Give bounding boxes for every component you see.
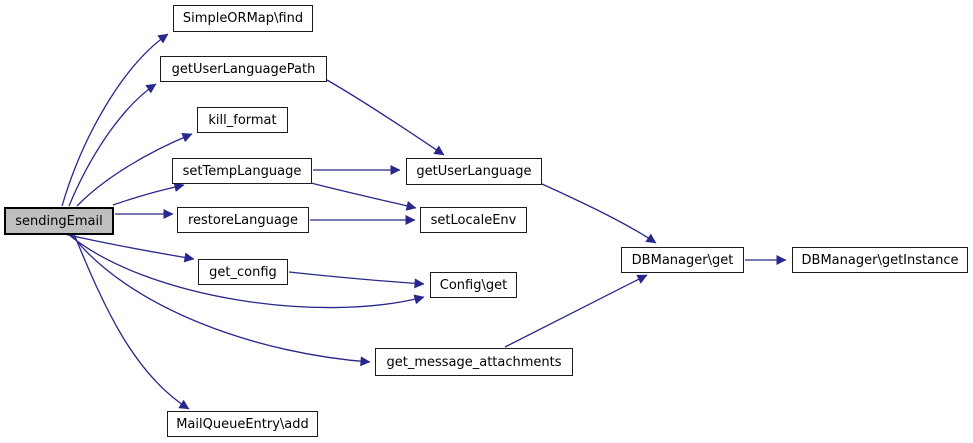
node-getUserLanguagePath[interactable]: getUserLanguagePath: [160, 56, 327, 82]
edge-sendingEmail-to-getUserLanguagePath: [68, 83, 157, 207]
node-Config-get[interactable]: Config\get: [430, 272, 517, 298]
node-setLocaleEnv[interactable]: setLocaleEnv: [420, 207, 527, 233]
edge-getUserLanguagePath-to-getUserLanguage: [326, 79, 445, 156]
edge-sendingEmail-to-Config-get: [67, 233, 425, 309]
node-getUserLanguage[interactable]: getUserLanguage: [406, 158, 542, 185]
node-get_message_attachments[interactable]: get_message_attachments: [375, 348, 573, 376]
edge-get_config-to-Config-get: [288, 271, 425, 289]
node-restoreLanguage[interactable]: restoreLanguage: [177, 207, 309, 233]
edge-get_message_attachments-to-DBManager-get: [504, 274, 648, 348]
edge-setTempLanguage-to-setLocaleEnv: [310, 182, 417, 211]
node-kill_format[interactable]: kill_format: [197, 107, 288, 133]
edge-sendingEmail-to-get_config: [63, 233, 195, 263]
edge-sendingEmail-to-get_message_attachments: [70, 233, 371, 367]
node-DBManager-get[interactable]: DBManager\get: [621, 247, 744, 273]
node-setTempLanguage[interactable]: setTempLanguage: [172, 158, 312, 184]
edge-sendingEmail-to-kill_format: [76, 132, 193, 207]
node-DBManager-getInstance[interactable]: DBManager\getInstance: [792, 247, 968, 273]
node-MailQueueEntry-add[interactable]: MailQueueEntry\add: [167, 411, 318, 437]
node-sendingEmail: sendingEmail: [4, 207, 114, 235]
edge-sendingEmail-to-SimpleORMap-find: [61, 33, 169, 207]
node-get_config[interactable]: get_config: [198, 259, 288, 285]
edge-getUserLanguage-to-DBManager-get: [541, 183, 657, 244]
edge-sendingEmail-to-MailQueueEntry-add: [73, 233, 190, 410]
edge-sendingEmail-to-setTempLanguage: [112, 182, 185, 206]
node-SimpleORMap-find[interactable]: SimpleORMap\find: [173, 5, 313, 32]
